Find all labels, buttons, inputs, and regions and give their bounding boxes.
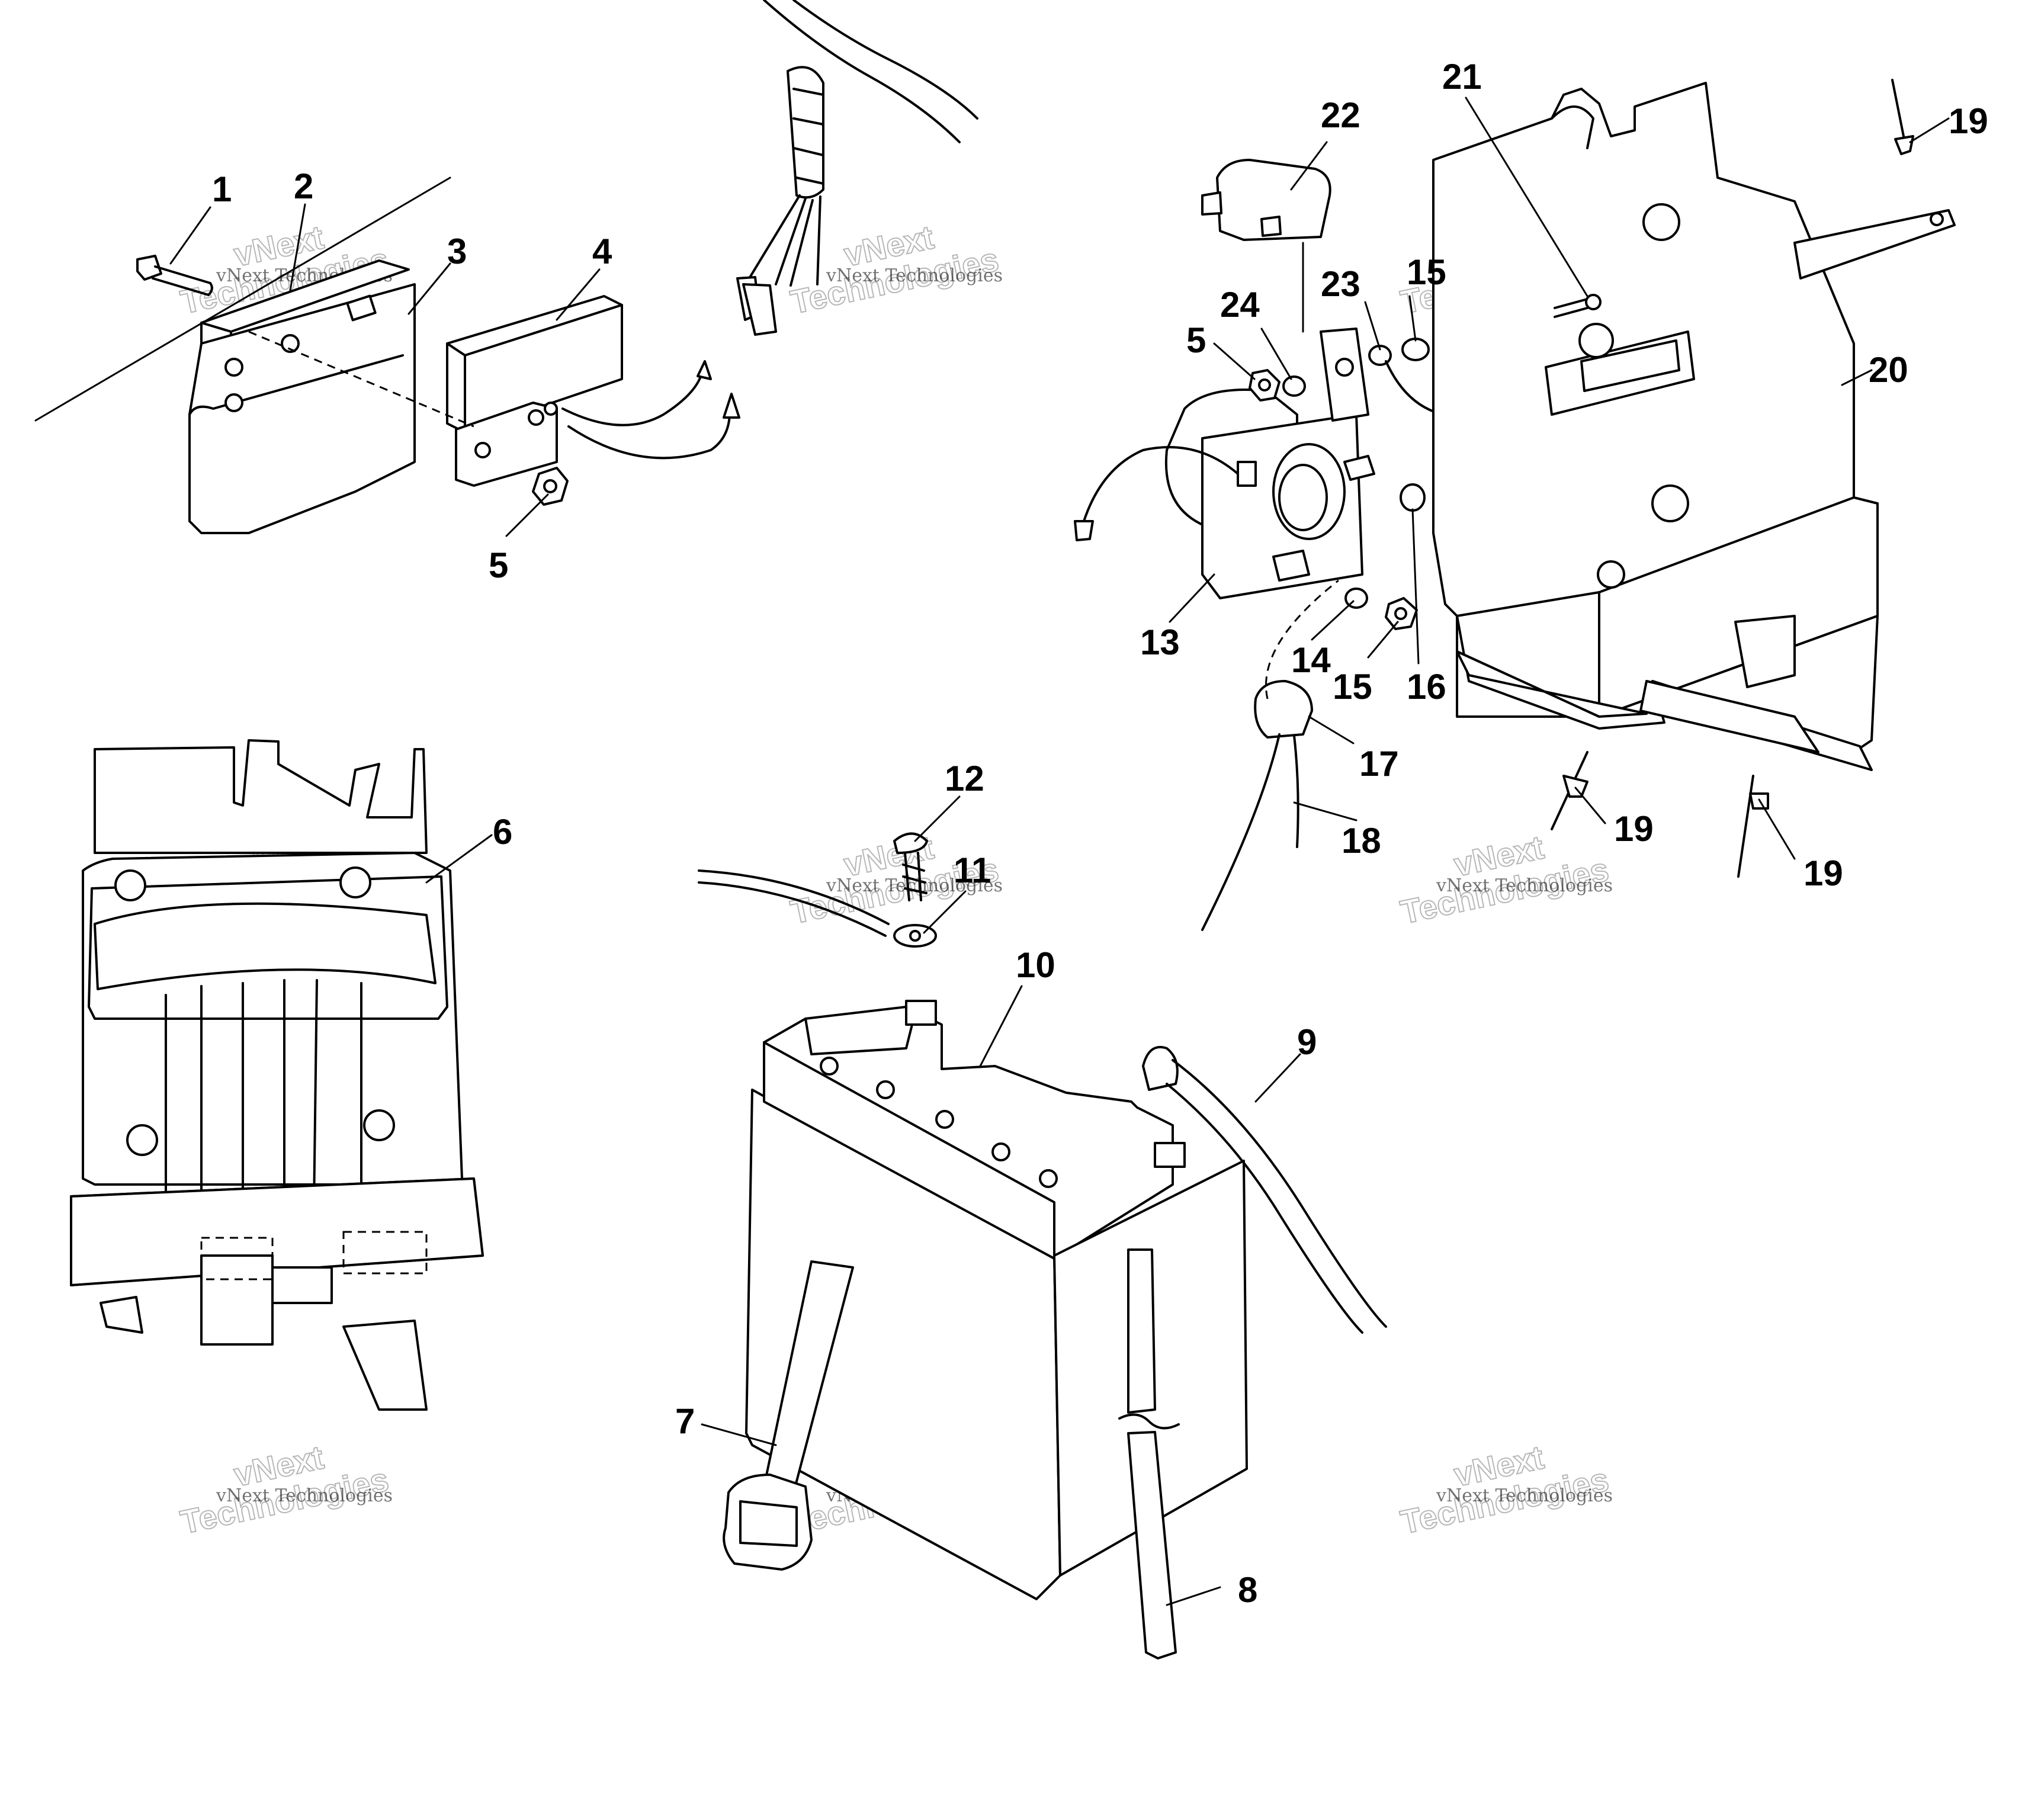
- callout-9: 9: [1297, 1022, 1317, 1062]
- callout-12: 12: [945, 759, 984, 798]
- nut-part-5b: [1249, 369, 1281, 402]
- callout-21: 21: [1442, 57, 1482, 97]
- callout-19c: 19: [1803, 853, 1843, 893]
- solenoid-part-13: [1074, 328, 1375, 599]
- callout-17: 17: [1359, 744, 1399, 784]
- leader-lines: [169, 97, 1950, 1606]
- watermark-small: vNext Technologies: [826, 265, 1003, 286]
- callout-3: 3: [447, 232, 467, 271]
- mounting-bracket-part-20: [1432, 82, 1956, 771]
- callout-22: 22: [1321, 95, 1360, 135]
- solenoid-cover-part-22: [1201, 159, 1331, 333]
- watermark-small: vNext Technologies: [1436, 1485, 1613, 1506]
- positive-cable-part-9: [1172, 1059, 1387, 1328]
- washer-part-24: [1282, 375, 1306, 397]
- washer-part-15a: [1401, 338, 1430, 361]
- rivet-part-19b: [1551, 751, 1588, 830]
- callout-10: 10: [1016, 945, 1055, 985]
- callout-11: 11: [954, 850, 991, 890]
- callout-20: 20: [1869, 350, 1908, 390]
- callout-19b: 19: [1614, 809, 1654, 849]
- cable-part-18: [1201, 579, 1339, 931]
- vent-tube-part-8: [1118, 1248, 1180, 1659]
- rectifier-part-4: [446, 295, 623, 487]
- callout-7: 7: [675, 1401, 695, 1441]
- bolt-part-1: [136, 255, 213, 296]
- terminal-boot-part-17: [1254, 680, 1313, 739]
- callout-1: 1: [212, 169, 232, 209]
- callout-4: 4: [592, 232, 612, 271]
- callout-19a: 19: [1949, 101, 1988, 141]
- callout-14: 14: [1291, 640, 1331, 680]
- washer-part-23: [1368, 345, 1392, 366]
- watermark-small: vNext Technologies: [216, 1485, 393, 1506]
- ground-screw-part-12: [893, 832, 928, 901]
- callout-15a: 15: [1407, 252, 1446, 292]
- callout-5b: 5: [1186, 320, 1206, 360]
- watermark-small: vNext Technologies: [1436, 875, 1613, 896]
- regulator-body-part-3: [188, 283, 416, 534]
- callout-16: 16: [1407, 667, 1446, 707]
- callout-15b: 15: [1333, 667, 1372, 707]
- frame-line: [34, 176, 451, 422]
- callout-24: 24: [1220, 285, 1260, 325]
- regulator-assembly: [34, 176, 740, 534]
- callout-8: 8: [1238, 1570, 1257, 1610]
- battery-box-part-6: [70, 739, 484, 1411]
- wire-harness: [736, 0, 978, 336]
- strap-part-7: [723, 1260, 854, 1571]
- rivet-part-19a: [1891, 79, 1914, 155]
- battery-part-10: [745, 1000, 1248, 1600]
- callout-6: 6: [493, 812, 512, 852]
- callout-18: 18: [1342, 821, 1381, 861]
- callout-23: 23: [1321, 264, 1360, 304]
- callout-13: 13: [1140, 622, 1180, 662]
- rivet-part-19c: [1737, 775, 1769, 878]
- callout-5: 5: [489, 545, 508, 585]
- nut-part-15b: [1385, 597, 1418, 630]
- callout-2: 2: [294, 166, 313, 206]
- callouts: 1 2 3 4 5 5 6 7 8 9 10 11 12 13 14 15 15…: [212, 57, 1988, 1610]
